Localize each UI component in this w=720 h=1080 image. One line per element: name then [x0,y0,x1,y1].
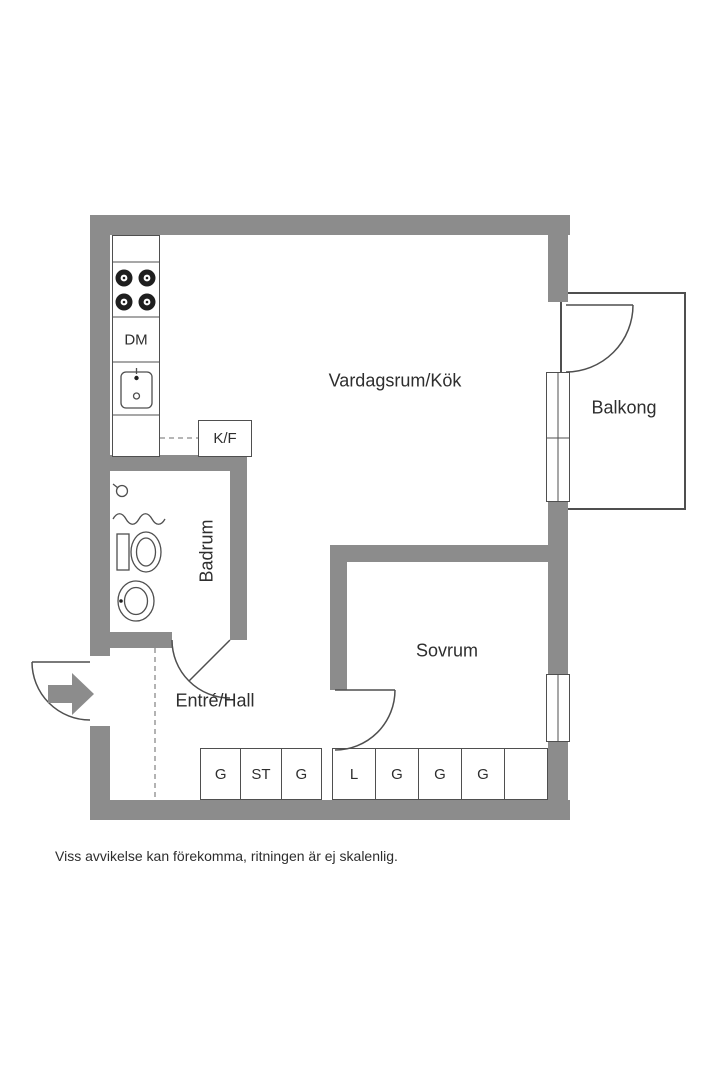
wall-left-upper [90,235,110,656]
wall-right-middle [548,502,568,674]
wall-right-lower [548,742,568,800]
closet-label: L [349,765,359,783]
closet-cell: G [375,749,418,799]
wall-bathroom-right [230,471,247,640]
closet-cell: G [418,749,461,799]
wall-right-upper [548,235,568,302]
wall-top [90,215,570,235]
bedroom-window [546,674,570,742]
washbasin-icon [117,580,155,622]
fridge-freezer-box: K/F [198,420,252,457]
bedroom-label: Sovrum [415,640,479,661]
bathroom-label: Badrum [196,519,217,583]
closet-row-bedroom: L G G G [332,748,548,800]
closet-cell: L [333,749,375,799]
bedroom-door-arc [334,689,396,751]
closet-row-hall: G ST G [200,748,322,800]
shower-icon [112,483,166,525]
closet-cell: ST [240,749,280,799]
dishwasher-label: DM [124,331,148,349]
entry-arrow-icon [48,673,94,715]
toilet-icon [116,531,162,573]
closet-label: G [295,765,308,783]
wall-bedroom-top [330,545,568,562]
closet-label: ST [251,765,271,783]
dashed-ceiling-line [154,437,198,800]
hall-label: Entré/Hall [175,690,255,711]
closet-cell: G [280,749,321,799]
living-kitchen-label: Vardagsrum/Kök [328,370,462,391]
wall-bottom [90,800,570,820]
wall-left-lower [90,726,110,820]
closet-cell: G [461,749,504,799]
bathroom-door-arc [171,639,231,699]
disclaimer-text: Viss avvikelse kan förekomma, ritningen … [55,848,398,864]
wall-bedroom-left [330,562,347,690]
closet-cell [504,749,547,799]
closet-label: G [477,765,489,783]
fridge-freezer-label: K/F [213,430,237,447]
wall-bathroom-bottom [110,632,172,648]
living-room-window [546,372,570,502]
closet-label: G [214,765,227,783]
balcony-label: Balkong [591,397,657,418]
closet-label: G [391,765,403,783]
closet-cell: G [201,749,240,799]
closet-label: G [434,765,446,783]
entry-door-arc [31,661,91,721]
wall-bathroom-top [110,455,247,471]
